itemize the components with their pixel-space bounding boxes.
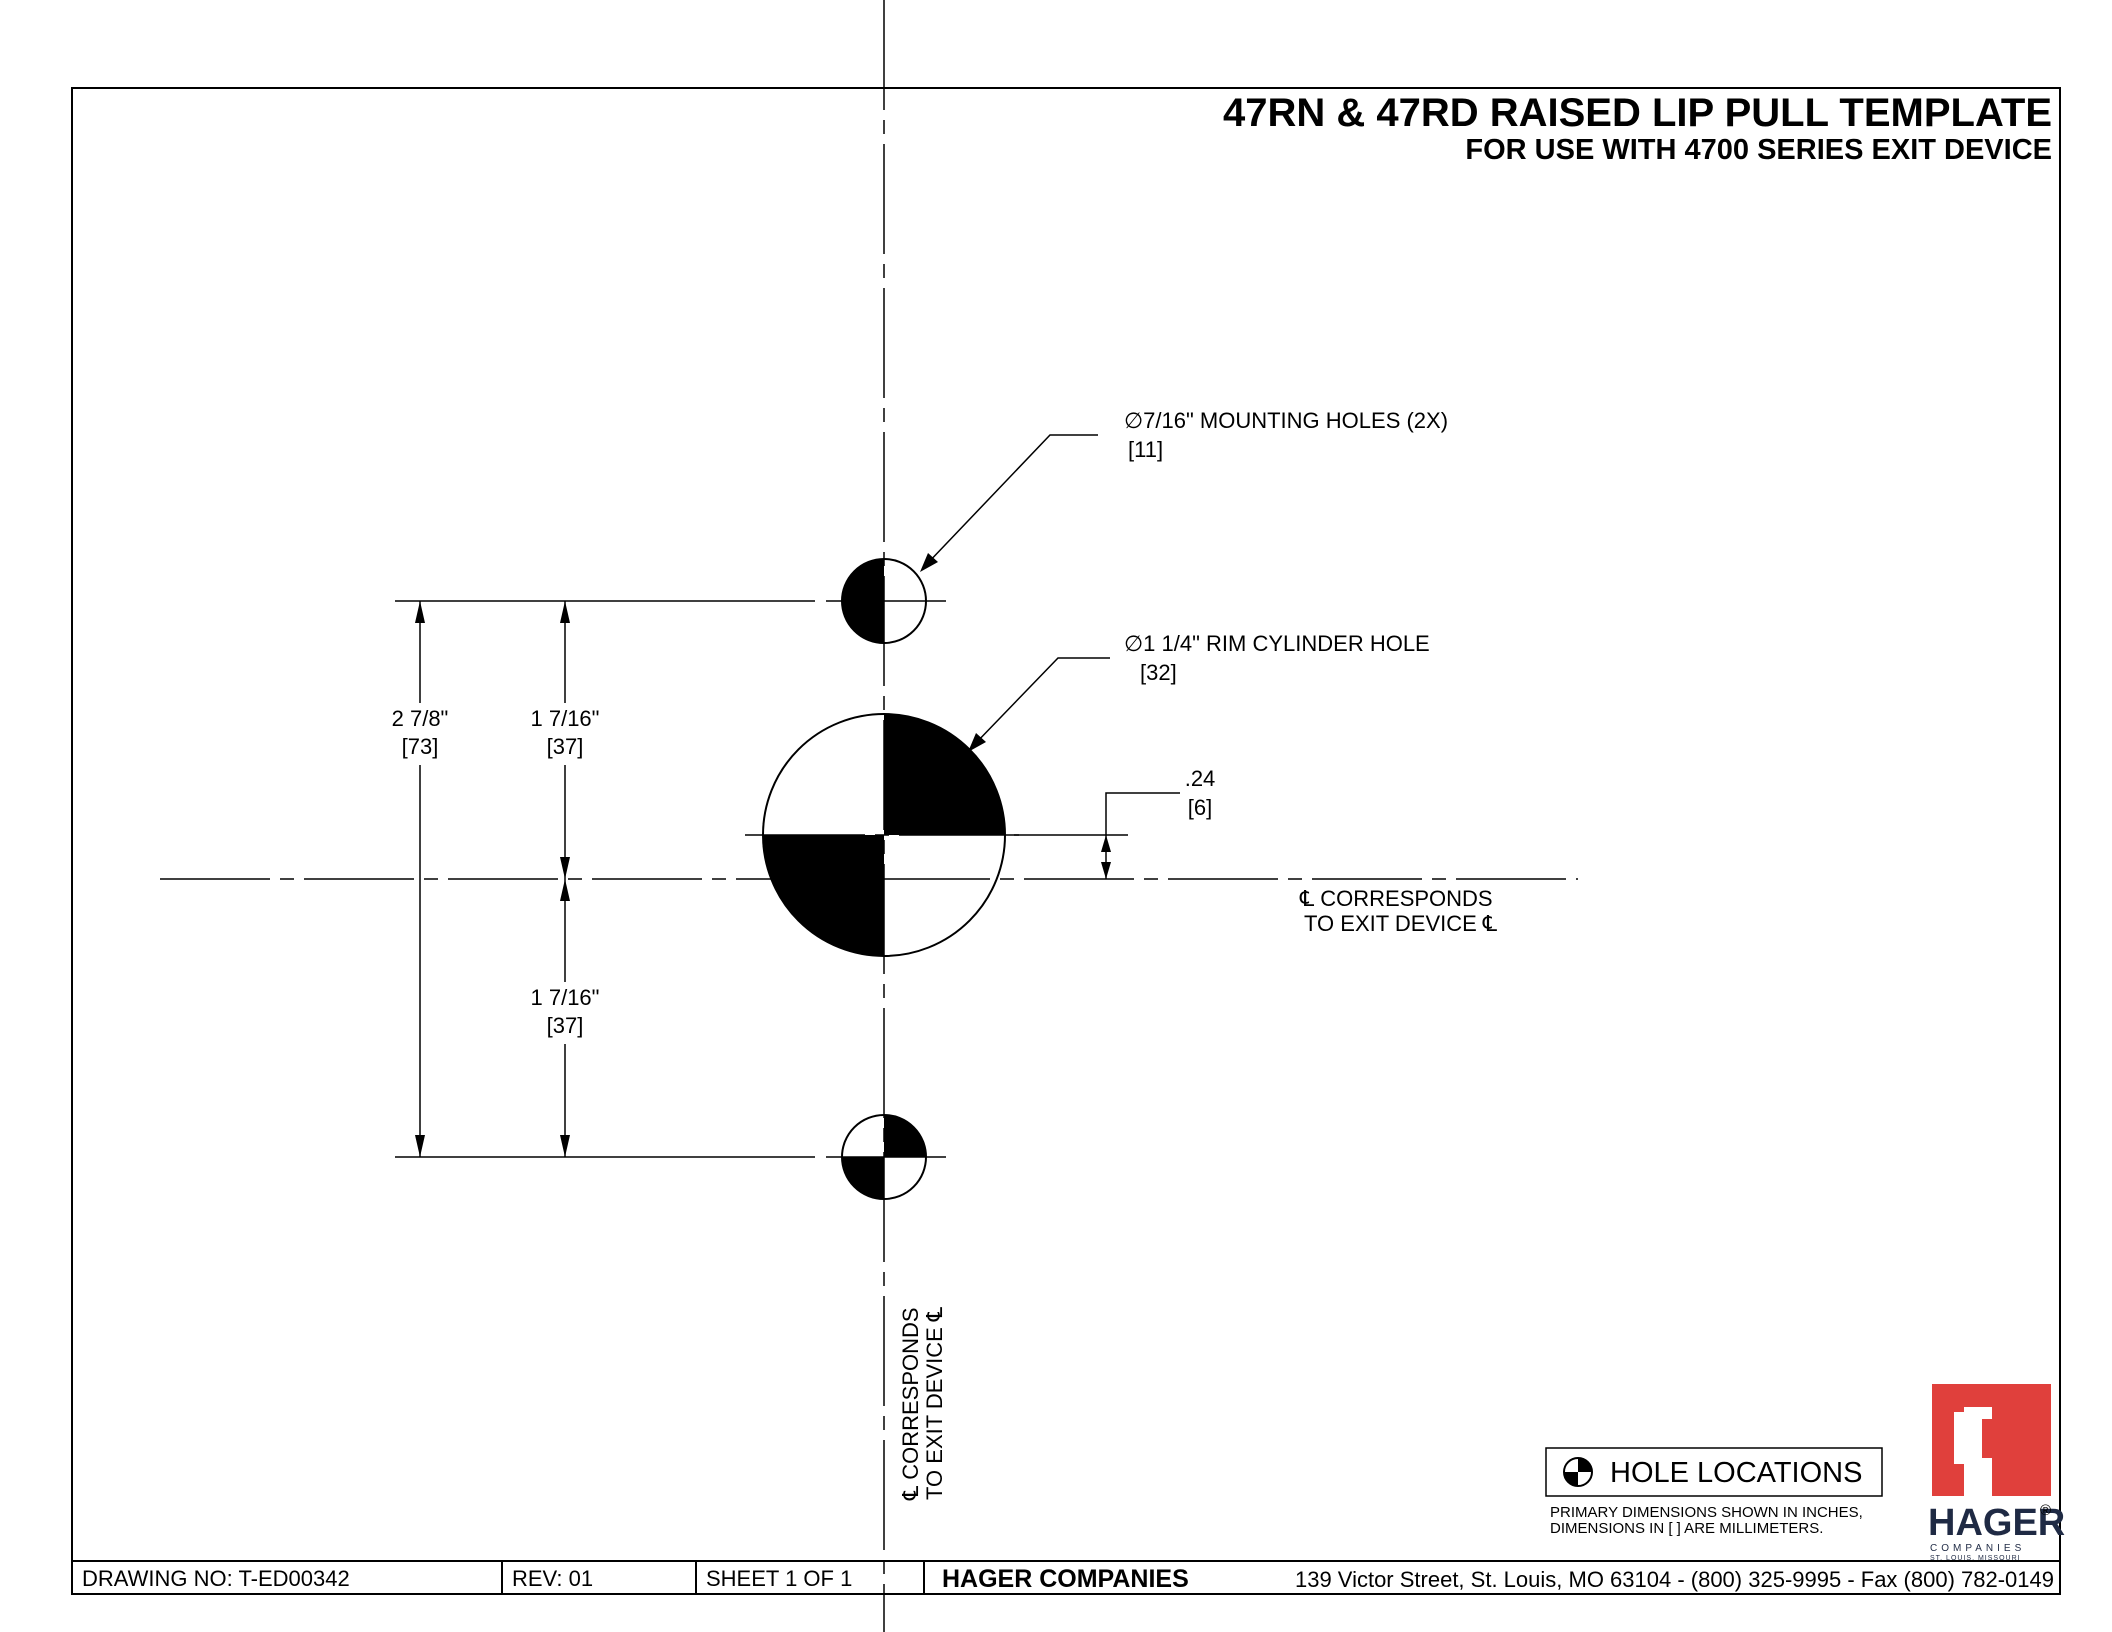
legend-box — [1545, 1447, 1883, 1497]
dimension-offset-mm: [6] — [1188, 795, 1212, 820]
logo-subtitle: COMPANIES — [1930, 1543, 2025, 1554]
arrowhead — [560, 857, 570, 879]
arrowhead — [560, 879, 570, 901]
hole-location-icon — [1563, 1457, 1593, 1487]
mounting-hole-top — [826, 558, 946, 644]
offset-leader — [1105, 792, 1180, 879]
dimension-lower-inches: 1 7/16" — [531, 985, 600, 1010]
mounting-hole-bottom — [826, 1114, 946, 1200]
arrowhead — [560, 1135, 570, 1157]
horizontal-centerline-note-2: TO EXIT DEVICE ℄ — [1304, 911, 1498, 936]
callout-rim-cylinder-mm: [32] — [1140, 660, 1177, 685]
arrowhead — [415, 601, 425, 623]
legend-note-2: DIMENSIONS IN [ ] ARE MILLIMETERS. — [1550, 1520, 1823, 1537]
arrowhead — [1101, 862, 1111, 879]
legend-note-1: PRIMARY DIMENSIONS SHOWN IN INCHES, — [1550, 1504, 1863, 1521]
dimension-upper-inches: 1 7/16" — [531, 706, 600, 731]
revision: REV: 01 — [512, 1566, 593, 1591]
dimension-lower-mm: [37] — [547, 1013, 584, 1038]
dimension-offset-inches: .24 — [1185, 766, 1216, 791]
company-address: 139 Victor Street, St. Louis, MO 63104 -… — [1295, 1567, 2054, 1592]
hager-logo: HAGER ® COMPANIES ST. LOUIS, MISSOURI — [1928, 1384, 2065, 1562]
callout-mounting-holes-mm: [11] — [1128, 437, 1163, 462]
drawing-number: DRAWING NO: T-ED00342 — [82, 1566, 350, 1591]
callout-mounting-holes: ∅7/16" MOUNTING HOLES (2X) — [1124, 408, 1448, 433]
callout-rim-cylinder: ∅1 1/4" RIM CYLINDER HOLE — [1124, 631, 1430, 656]
horizontal-centerline-note-1: ℄ CORRESPONDS — [1299, 886, 1493, 911]
arrowhead — [1101, 835, 1111, 852]
vertical-centerline-note-2: TO EXIT DEVICE ℄ — [922, 1306, 947, 1500]
arrowhead — [968, 733, 986, 752]
rim-cylinder-hole — [745, 713, 1023, 957]
logo-wordmark: HAGER — [1928, 1502, 2065, 1544]
legend-label: HOLE LOCATIONS — [1610, 1457, 1862, 1489]
company-name: HAGER COMPANIES — [942, 1565, 1189, 1593]
sheet-number: SHEET 1 OF 1 — [706, 1566, 852, 1591]
vertical-centerline-note-1: ℄ CORRESPONDS — [898, 1307, 923, 1501]
logo-location: ST. LOUIS, MISSOURI — [1930, 1555, 2021, 1562]
leader-rim-cylinder — [972, 657, 1110, 747]
dimension-upper-mm: [37] — [547, 734, 584, 759]
page-title: 47RN & 47RD RAISED LIP PULL TEMPLATE — [1223, 91, 2052, 135]
dimension-overall-inches: 2 7/8" — [392, 706, 449, 731]
arrowhead — [920, 553, 938, 572]
sheet-border — [71, 87, 2061, 1595]
arrowhead — [415, 1135, 425, 1157]
logo-registered-mark: ® — [2040, 1502, 2051, 1519]
arrowhead — [560, 601, 570, 623]
leader-mounting-holes — [924, 434, 1098, 567]
page-subtitle: FOR USE WITH 4700 SERIES EXIT DEVICE — [1465, 134, 2052, 166]
dimension-overall-mm: [73] — [402, 734, 439, 759]
title-block: DRAWING NO: T-ED00342 REV: 01 SHEET 1 OF… — [72, 1560, 2060, 1594]
